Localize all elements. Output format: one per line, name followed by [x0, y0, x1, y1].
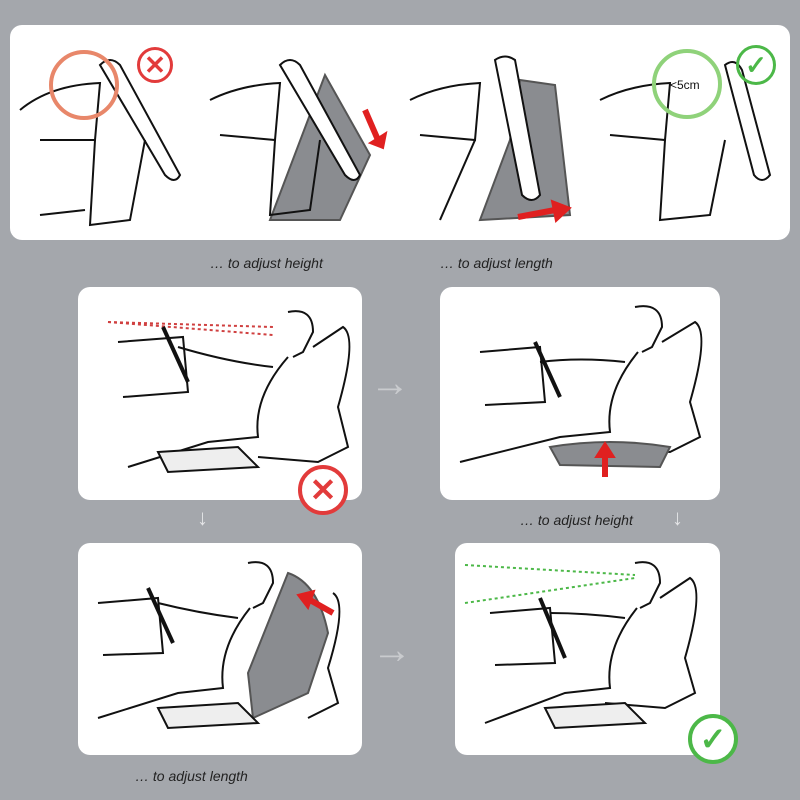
- seat-height-adjust-panel: [440, 287, 720, 500]
- steering-height-adjust-scene: [209, 59, 372, 221]
- down-step-arrow-icon-right: ↓: [672, 505, 683, 530]
- caption-adjust-length-top: … to adjust length: [440, 255, 553, 271]
- caption-adjust-height-middle: … to adjust height: [520, 512, 633, 528]
- next-step-arrow-icon: →: [370, 361, 410, 405]
- seat-wrong-panel: [78, 287, 362, 500]
- down-arrow-icon: [362, 108, 381, 142]
- caption-adjust-length-bottom: … to adjust length: [135, 768, 248, 784]
- down-step-arrow-icon: ↓: [197, 505, 208, 530]
- right-arrow-icon: [517, 207, 556, 220]
- distance-label: <5cm: [670, 78, 700, 92]
- correct-position-illustration: [464, 561, 698, 730]
- steering-adjustment-panel: <5cm ✕ ✓: [10, 25, 790, 240]
- seat-length-adjust-panel: [78, 543, 362, 755]
- driver-too-low-illustration: [107, 310, 351, 474]
- seat-raised-illustration: [459, 305, 703, 477]
- backrest-adjust-illustration: [97, 561, 341, 730]
- next-step-arrow-icon-bottom: →: [372, 628, 412, 672]
- wrong-icon: ✕: [137, 47, 173, 83]
- seat-correct-panel: [455, 543, 720, 755]
- wrong-badge: ✕: [298, 465, 348, 515]
- correct-badge: ✓: [688, 714, 738, 764]
- steering-wheel-illustrations: [19, 49, 772, 227]
- steering-too-high-scene: [19, 50, 182, 227]
- check-icon: ✓: [736, 45, 776, 85]
- steering-length-adjust-scene: [409, 55, 572, 222]
- steering-correct-scene: [599, 49, 772, 222]
- caption-adjust-height-top: … to adjust height: [210, 255, 323, 271]
